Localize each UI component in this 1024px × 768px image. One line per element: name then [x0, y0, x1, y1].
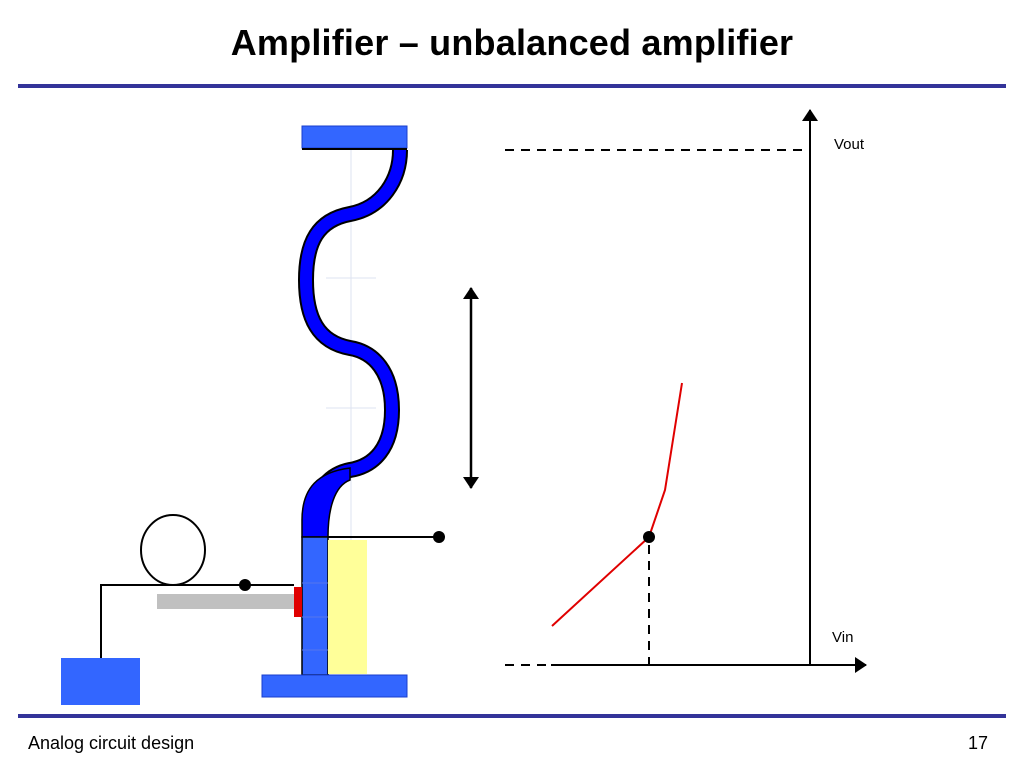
page-number: 17 — [967, 733, 988, 753]
source-block — [61, 658, 140, 705]
top-plate — [301, 125, 408, 149]
title-divider — [18, 84, 1006, 88]
spring-base — [301, 467, 351, 538]
lower-column — [301, 536, 329, 676]
yellow-region — [328, 540, 367, 674]
footer-divider — [18, 714, 1006, 718]
red-contact — [294, 587, 302, 617]
vin-label: Vin — [832, 629, 853, 646]
vout-label: Vout — [834, 136, 865, 153]
operating-point — [643, 531, 655, 543]
transfer-curve — [551, 382, 683, 627]
input-node — [239, 579, 251, 591]
output-terminal — [433, 531, 445, 543]
input-wire — [100, 584, 294, 658]
slide-title: Amplifier – unbalanced amplifier — [230, 22, 794, 63]
footer-course-title: Analog circuit design — [28, 733, 195, 753]
coil-loop — [140, 514, 206, 586]
bottom-plate — [261, 674, 408, 698]
gray-rod — [157, 594, 294, 609]
